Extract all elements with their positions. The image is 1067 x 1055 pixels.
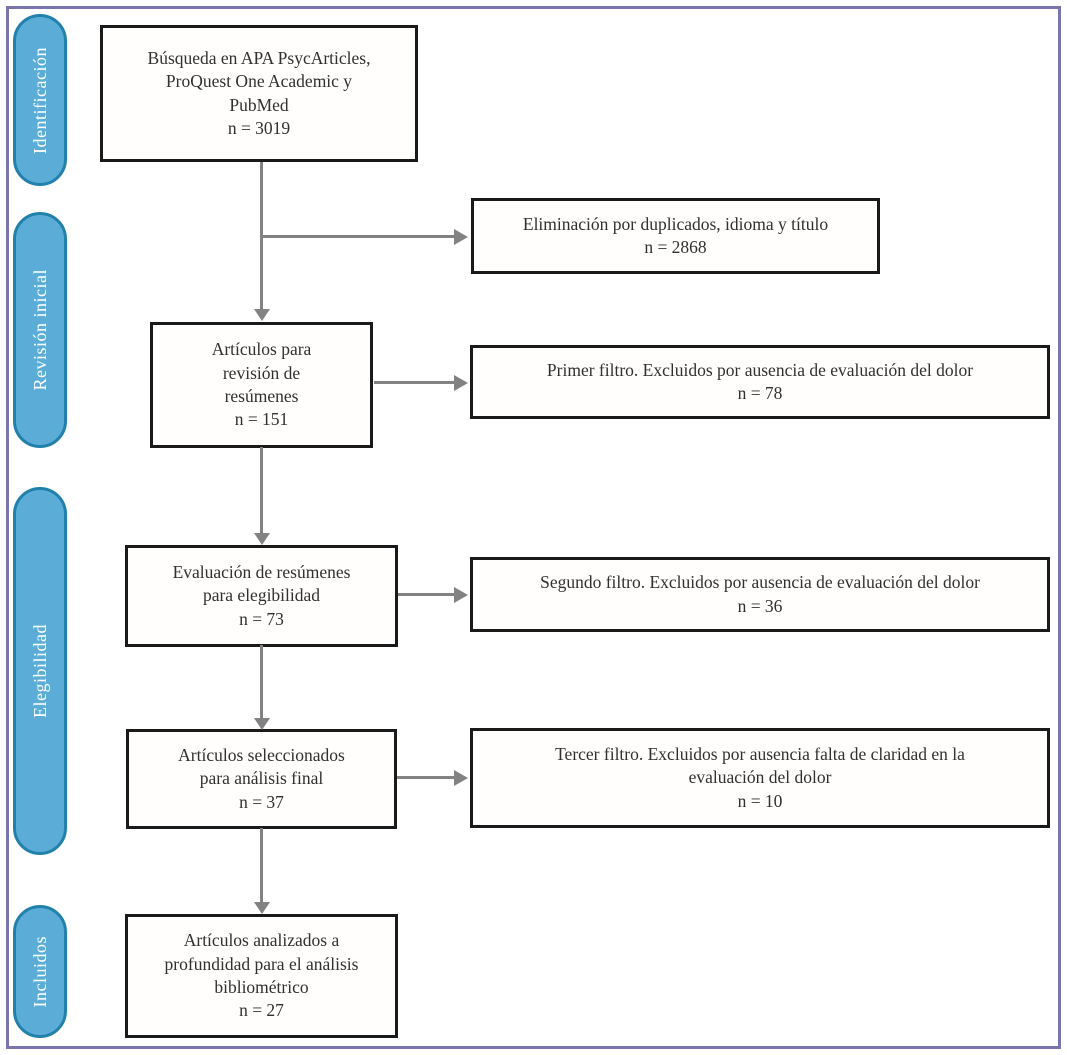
arrow-right-second-filter-head	[454, 587, 468, 603]
flow-box-selected-final: Artículos seleccionados para análisis fi…	[126, 729, 397, 829]
arrow-right-third-filter-head	[454, 770, 468, 786]
flow-box-eligibility-assessment: Evaluación de resúmenes para elegibilida…	[125, 545, 398, 647]
stage-revision-inicial: Revisión inicial	[13, 212, 67, 448]
stage-label: Elegibilidad	[29, 624, 50, 718]
exclusion-box-third-filter: Tercer filtro. Excluidos por ausencia fa…	[470, 728, 1050, 828]
flow-box-included-analysis: Artículos analizados a profundidad para …	[125, 914, 398, 1038]
flow-box-text: Búsqueda en APA PsycArticles, ProQuest O…	[147, 47, 371, 138]
exclusion-box-first-filter: Primer filtro. Excluidos por ausencia de…	[470, 345, 1050, 419]
arrow-down-3-head	[254, 718, 270, 730]
exclusion-box-text: Eliminación por duplicados, idioma y tít…	[522, 213, 829, 257]
stage-label: Incluidos	[29, 935, 50, 1008]
flow-box-search: Búsqueda en APA PsycArticles, ProQuest O…	[100, 25, 418, 162]
arrow-down-2-head	[254, 533, 270, 545]
arrow-branch-duplicates-line	[262, 235, 454, 238]
arrow-right-second-filter-line	[398, 593, 454, 596]
arrow-down-3-line	[260, 645, 263, 718]
flow-box-text: Artículos analizados a profundidad para …	[164, 930, 359, 1021]
exclusion-box-text: Tercer filtro. Excluidos por ausencia fa…	[555, 744, 965, 811]
exclusion-box-duplicates: Eliminación por duplicados, idioma y tít…	[471, 198, 880, 274]
arrow-down-2-line	[260, 447, 263, 533]
arrow-right-first-filter-line	[374, 381, 454, 384]
flow-box-text: Artículos seleccionados para análisis fi…	[178, 745, 345, 812]
flow-box-abstract-review: Artículos para revisión de resúmenes n =…	[150, 322, 373, 448]
arrow-down-1-line	[260, 162, 263, 309]
stage-elegibilidad: Elegibilidad	[13, 487, 67, 855]
diagram-outer-border	[6, 6, 1061, 1049]
exclusion-box-text: Primer filtro. Excluidos por ausencia de…	[546, 359, 974, 403]
stage-identificacion: Identificación	[13, 14, 67, 186]
arrow-branch-duplicates-head	[454, 229, 468, 245]
arrow-down-1-head	[254, 309, 270, 321]
exclusion-box-second-filter: Segundo filtro. Excluidos por ausencia d…	[470, 557, 1050, 632]
arrow-down-4-head	[254, 902, 270, 914]
stage-label: Identificación	[29, 46, 50, 154]
arrow-right-third-filter-line	[397, 776, 454, 779]
flow-box-text: Evaluación de resúmenes para elegibilida…	[172, 562, 351, 629]
stage-incluidos: Incluidos	[13, 905, 67, 1038]
flow-box-text: Artículos para revisión de resúmenes n =…	[211, 339, 312, 430]
stage-label: Revisión inicial	[29, 269, 50, 391]
exclusion-box-text: Segundo filtro. Excluidos por ausencia d…	[540, 572, 980, 616]
arrow-down-4-line	[260, 828, 263, 902]
arrow-right-first-filter-head	[454, 375, 468, 391]
